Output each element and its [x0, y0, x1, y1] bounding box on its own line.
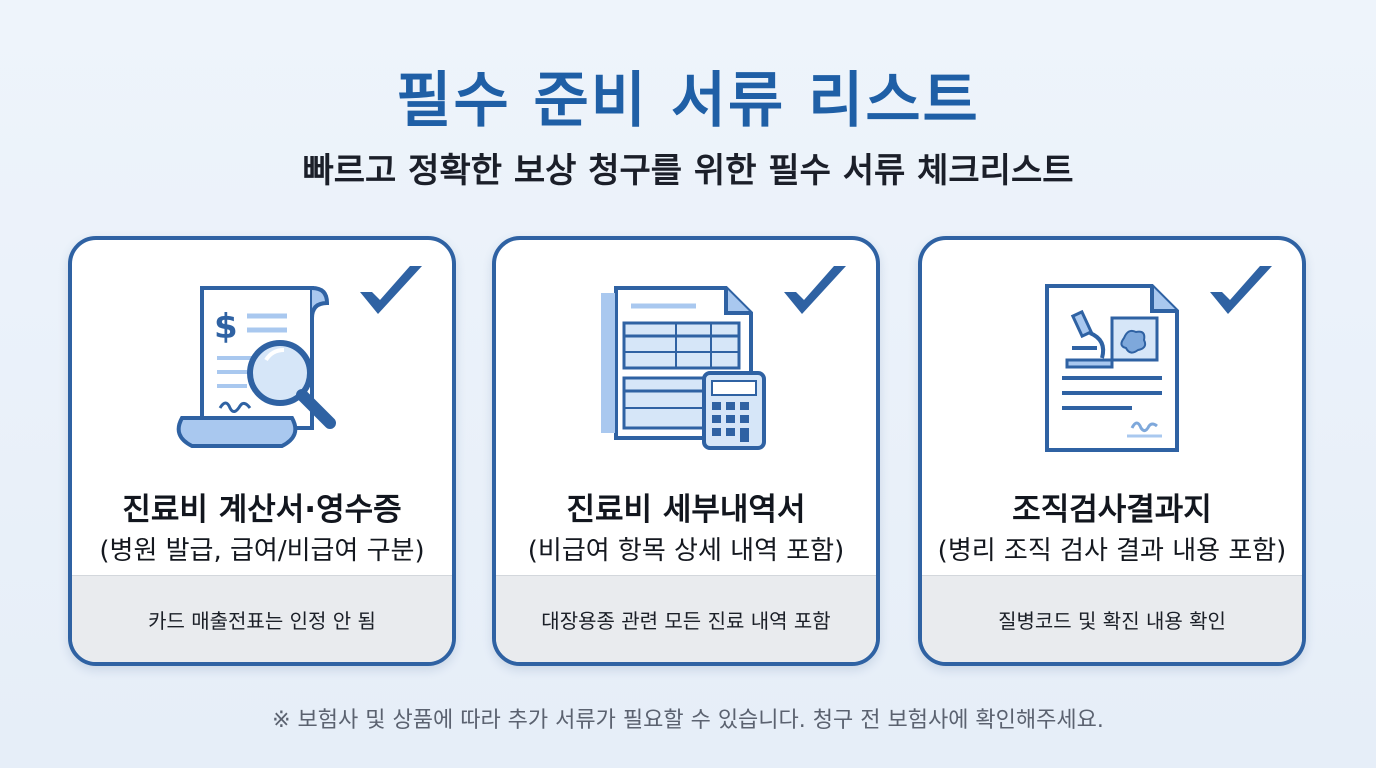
document-card-details: 진료비 세부내역서 (비급여 항목 상세 내역 포함) 대장용종 관련 모든 진… — [492, 236, 880, 666]
footnote: ※ 보험사 및 상품에 따라 추가 서류가 필요할 수 있습니다. 청구 전 보… — [272, 708, 1104, 733]
document-card-receipt: $ 진료비 계산서·영수증 (병원 발급, 급여/비급여 구분) 카드 매출전표… — [68, 236, 456, 666]
checkmark-icon — [360, 266, 422, 314]
page-subtitle: 빠르고 정확한 보상 청구를 위한 필수 서류 체크리스트 — [302, 151, 1074, 191]
svg-text:$: $ — [214, 307, 238, 347]
card-footer: 카드 매출전표는 인정 안 됨 — [72, 575, 452, 662]
page-title: 필수 준비 서류 리스트 — [396, 66, 980, 136]
document-card-biopsy: 조직검사결과지 (병리 조직 검사 결과 내용 포함) 질병코드 및 확진 내용… — [918, 236, 1306, 666]
card-subtitle: (병원 발급, 급여/비급여 구분) — [99, 536, 425, 566]
checkmark-icon — [784, 266, 846, 314]
card-footer: 질병코드 및 확진 내용 확인 — [922, 575, 1302, 662]
card-title: 진료비 계산서·영수증 — [122, 492, 402, 528]
receipt-magnifier-icon: $ — [176, 286, 336, 448]
spreadsheet-calculator-icon — [601, 286, 766, 450]
card-subtitle: (비급여 항목 상세 내역 포함) — [527, 536, 845, 566]
card-title: 진료비 세부내역서 — [566, 492, 806, 528]
microscope-report-icon — [1045, 284, 1179, 452]
card-subtitle: (병리 조직 검사 결과 내용 포함) — [937, 536, 1287, 566]
card-footer: 대장용종 관련 모든 진료 내역 포함 — [496, 575, 876, 662]
card-title: 조직검사결과지 — [1012, 492, 1212, 528]
checkmark-icon — [1210, 266, 1272, 314]
